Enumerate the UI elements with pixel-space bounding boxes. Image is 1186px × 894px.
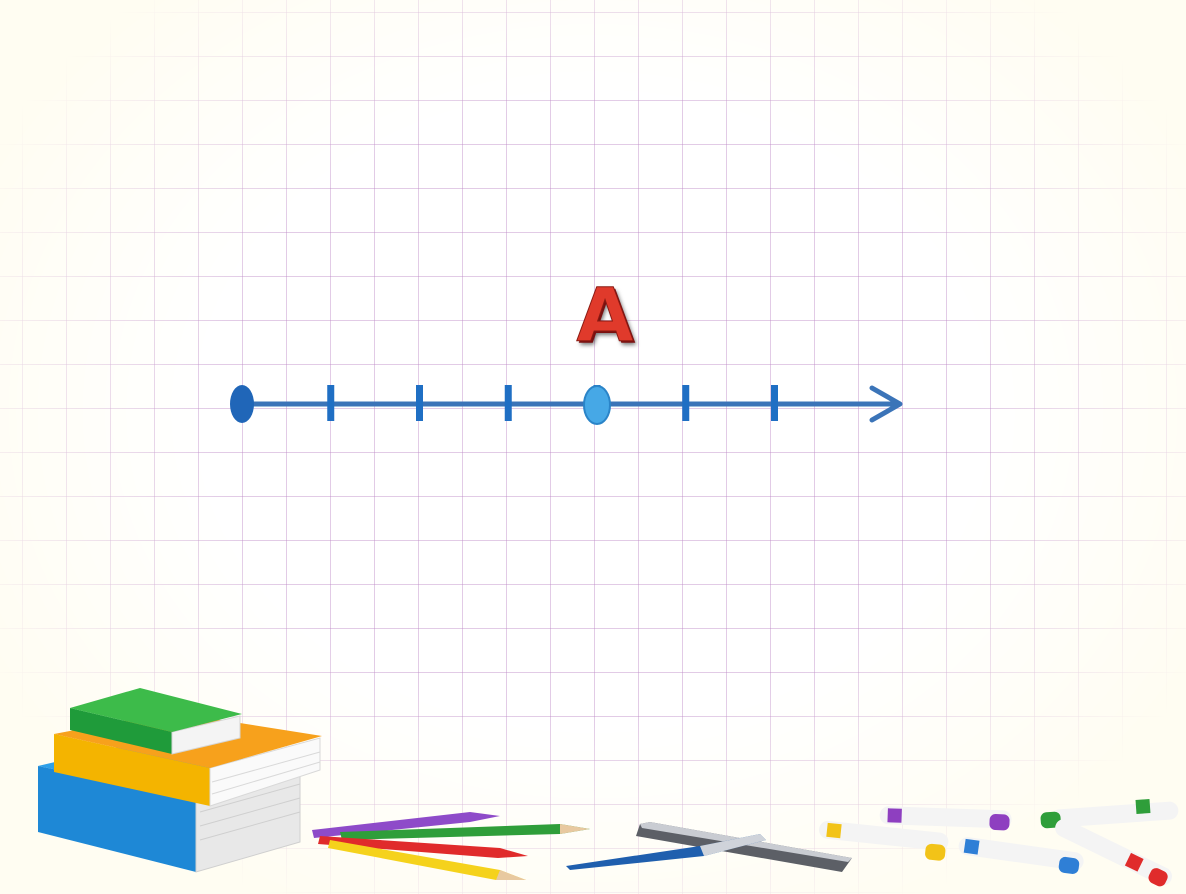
books-stack-icon xyxy=(38,688,322,873)
markers-icon xyxy=(819,799,1179,887)
point-a-label: A xyxy=(576,273,634,359)
origin-point xyxy=(230,385,254,423)
pen-icon xyxy=(566,834,766,870)
axis-arrowhead xyxy=(869,385,903,423)
pencils-icon xyxy=(312,812,590,880)
point-a-marker xyxy=(583,385,611,425)
